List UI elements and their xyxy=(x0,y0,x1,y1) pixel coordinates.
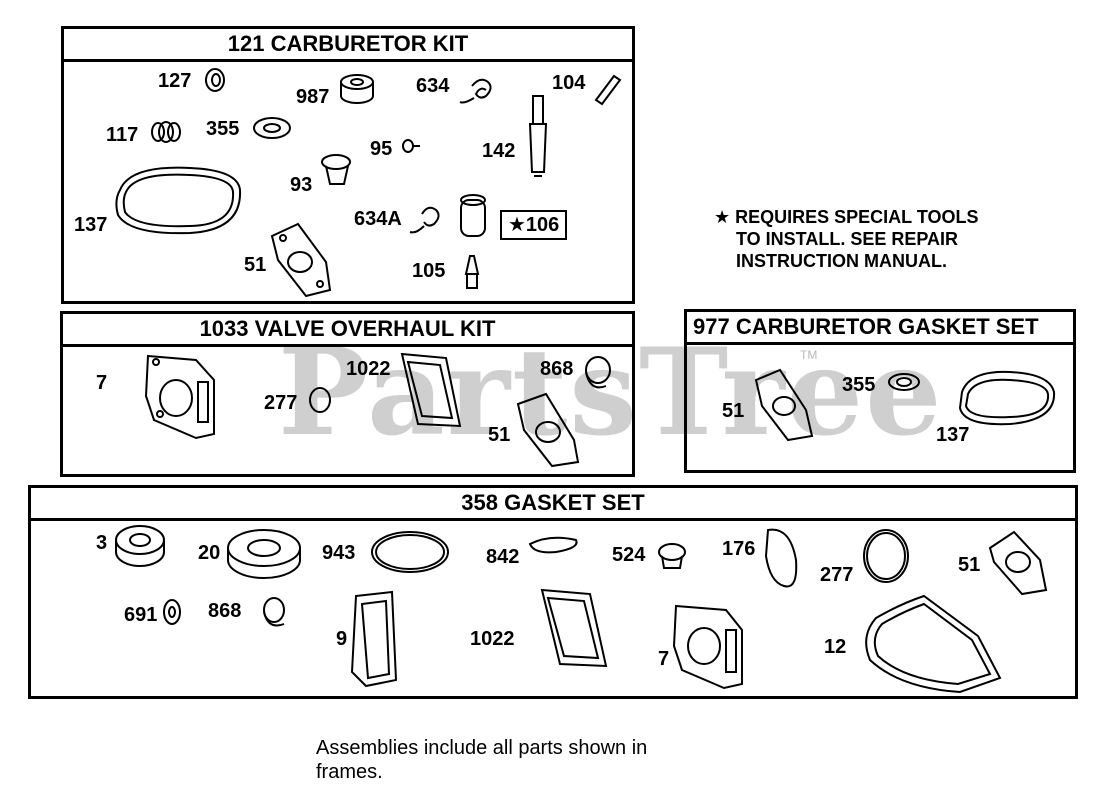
part-355-washer-icon xyxy=(253,117,291,139)
gasket-277-oring-icon xyxy=(863,529,909,583)
label-7-valve: 7 xyxy=(96,372,108,394)
carb-gasket-137-icon xyxy=(958,370,1056,426)
label-943: 943 xyxy=(322,542,356,564)
label-93: 93 xyxy=(290,174,313,196)
label-634a: 634A xyxy=(354,208,402,230)
carburetor-gasket-set-title: 977 CARBURETOR GASKET SET xyxy=(687,312,1073,345)
label-7-gasket: 7 xyxy=(658,648,670,670)
gasket-set-frame: 358 GASKET SET xyxy=(28,485,1078,699)
gasket-1022-gasket-icon xyxy=(540,588,608,668)
valve-part-277-oring-icon xyxy=(309,387,331,413)
note-line-3: INSTRUCTION MANUAL. xyxy=(736,251,947,271)
part-51-gasket-icon xyxy=(270,222,332,298)
label-842: 842 xyxy=(486,546,520,568)
gasket-176-gasket-icon xyxy=(764,528,798,588)
label-137: 137 xyxy=(74,214,108,236)
gasket-set-title: 358 GASKET SET xyxy=(31,488,1075,521)
part-104-pin-icon xyxy=(594,74,622,106)
label-1022-valve: 1022 xyxy=(346,358,391,380)
label-142: 142 xyxy=(482,140,516,162)
carburetor-kit-title: 121 CARBURETOR KIT xyxy=(64,29,632,62)
gasket-9-gasket-icon xyxy=(350,590,398,688)
label-12: 12 xyxy=(824,636,847,658)
part-106-float-icon xyxy=(460,194,486,237)
gasket-868-seal-icon xyxy=(263,597,285,627)
label-176: 176 xyxy=(722,538,756,560)
label-127: 127 xyxy=(158,70,192,92)
label-987: 987 xyxy=(296,86,330,108)
part-634a-spring-icon xyxy=(409,206,440,234)
valve-part-51-gasket-icon xyxy=(516,392,580,468)
label-3: 3 xyxy=(96,532,108,554)
part-634-spring-icon xyxy=(459,78,492,104)
label-355: 355 xyxy=(206,118,240,140)
gasket-3-seal-icon xyxy=(115,525,165,567)
part-987-bushing-icon xyxy=(340,74,374,104)
label-105: 105 xyxy=(412,260,446,282)
footer-line-2: frames. xyxy=(316,761,383,783)
part-142-shaft-icon xyxy=(528,95,548,177)
label-868-valve: 868 xyxy=(540,358,574,380)
footer-note: Assemblies include all parts shown in fr… xyxy=(316,736,647,784)
label-104: 104 xyxy=(552,72,586,94)
carb-gasket-355-icon xyxy=(888,373,920,391)
label-1022-gasket: 1022 xyxy=(470,628,515,650)
label-51-valve: 51 xyxy=(488,424,511,446)
part-105-needle-icon xyxy=(464,255,480,289)
valve-part-7-head-gasket-icon xyxy=(144,354,215,440)
carburetor-kit-frame: 121 CARBURETOR KIT xyxy=(61,26,635,304)
gasket-691-seal-icon xyxy=(163,599,181,625)
gasket-524-plug-icon xyxy=(658,543,686,569)
label-868-gasket: 868 xyxy=(208,600,242,622)
valve-part-1022-cover-gasket-icon xyxy=(400,352,462,428)
label-95: 95 xyxy=(370,138,393,160)
part-93-nozzle-icon xyxy=(321,154,351,185)
special-tools-note: ★ REQUIRES SPECIAL TOOLS TO INSTALL. SEE… xyxy=(714,206,979,272)
label-634: 634 xyxy=(416,75,450,97)
label-277-valve: 277 xyxy=(264,392,298,414)
footer-line-1: Assemblies include all parts shown in xyxy=(316,737,648,759)
gasket-842-gasket-icon xyxy=(528,536,578,554)
label-691: 691 xyxy=(124,604,158,626)
watermark-tm: TM xyxy=(800,348,818,362)
gasket-20-seal-icon xyxy=(227,529,301,579)
part-117-seal-icon xyxy=(151,121,181,143)
carburetor-gasket-set-frame: 977 CARBURETOR GASKET SET xyxy=(684,309,1076,473)
gasket-12-crankcase-gasket-icon xyxy=(865,594,1002,694)
gasket-51-gasket-icon xyxy=(988,530,1048,596)
part-95-screw-icon xyxy=(402,139,420,153)
label-524: 524 xyxy=(612,544,646,566)
valve-part-868-seal-icon xyxy=(585,356,611,389)
part-127-washer-icon xyxy=(205,68,225,92)
label-277-gasket: 277 xyxy=(820,564,854,586)
label-20: 20 xyxy=(198,542,221,564)
label-9: 9 xyxy=(336,628,348,650)
label-51-carb: 51 xyxy=(244,254,267,276)
carb-gasket-51-icon xyxy=(754,368,814,442)
label-355-carb-gasket: 355 xyxy=(842,374,876,396)
valve-overhaul-kit-frame: 1033 VALVE OVERHAUL KIT xyxy=(60,311,635,477)
label-51-gasket: 51 xyxy=(958,554,981,576)
part-137-ring-icon xyxy=(115,166,242,235)
label-106: ★106 xyxy=(500,210,568,240)
gasket-7-head-gasket-icon xyxy=(672,604,743,690)
gasket-943-ring-icon xyxy=(371,531,449,573)
label-117: 117 xyxy=(106,124,139,146)
label-51-carb-gasket: 51 xyxy=(722,400,745,422)
valve-overhaul-kit-title: 1033 VALVE OVERHAUL KIT xyxy=(63,314,632,347)
note-line-2: TO INSTALL. SEE REPAIR xyxy=(736,229,959,249)
label-137-carb-gasket: 137 xyxy=(936,424,970,446)
note-line-1: ★ REQUIRES SPECIAL TOOLS xyxy=(714,207,979,227)
